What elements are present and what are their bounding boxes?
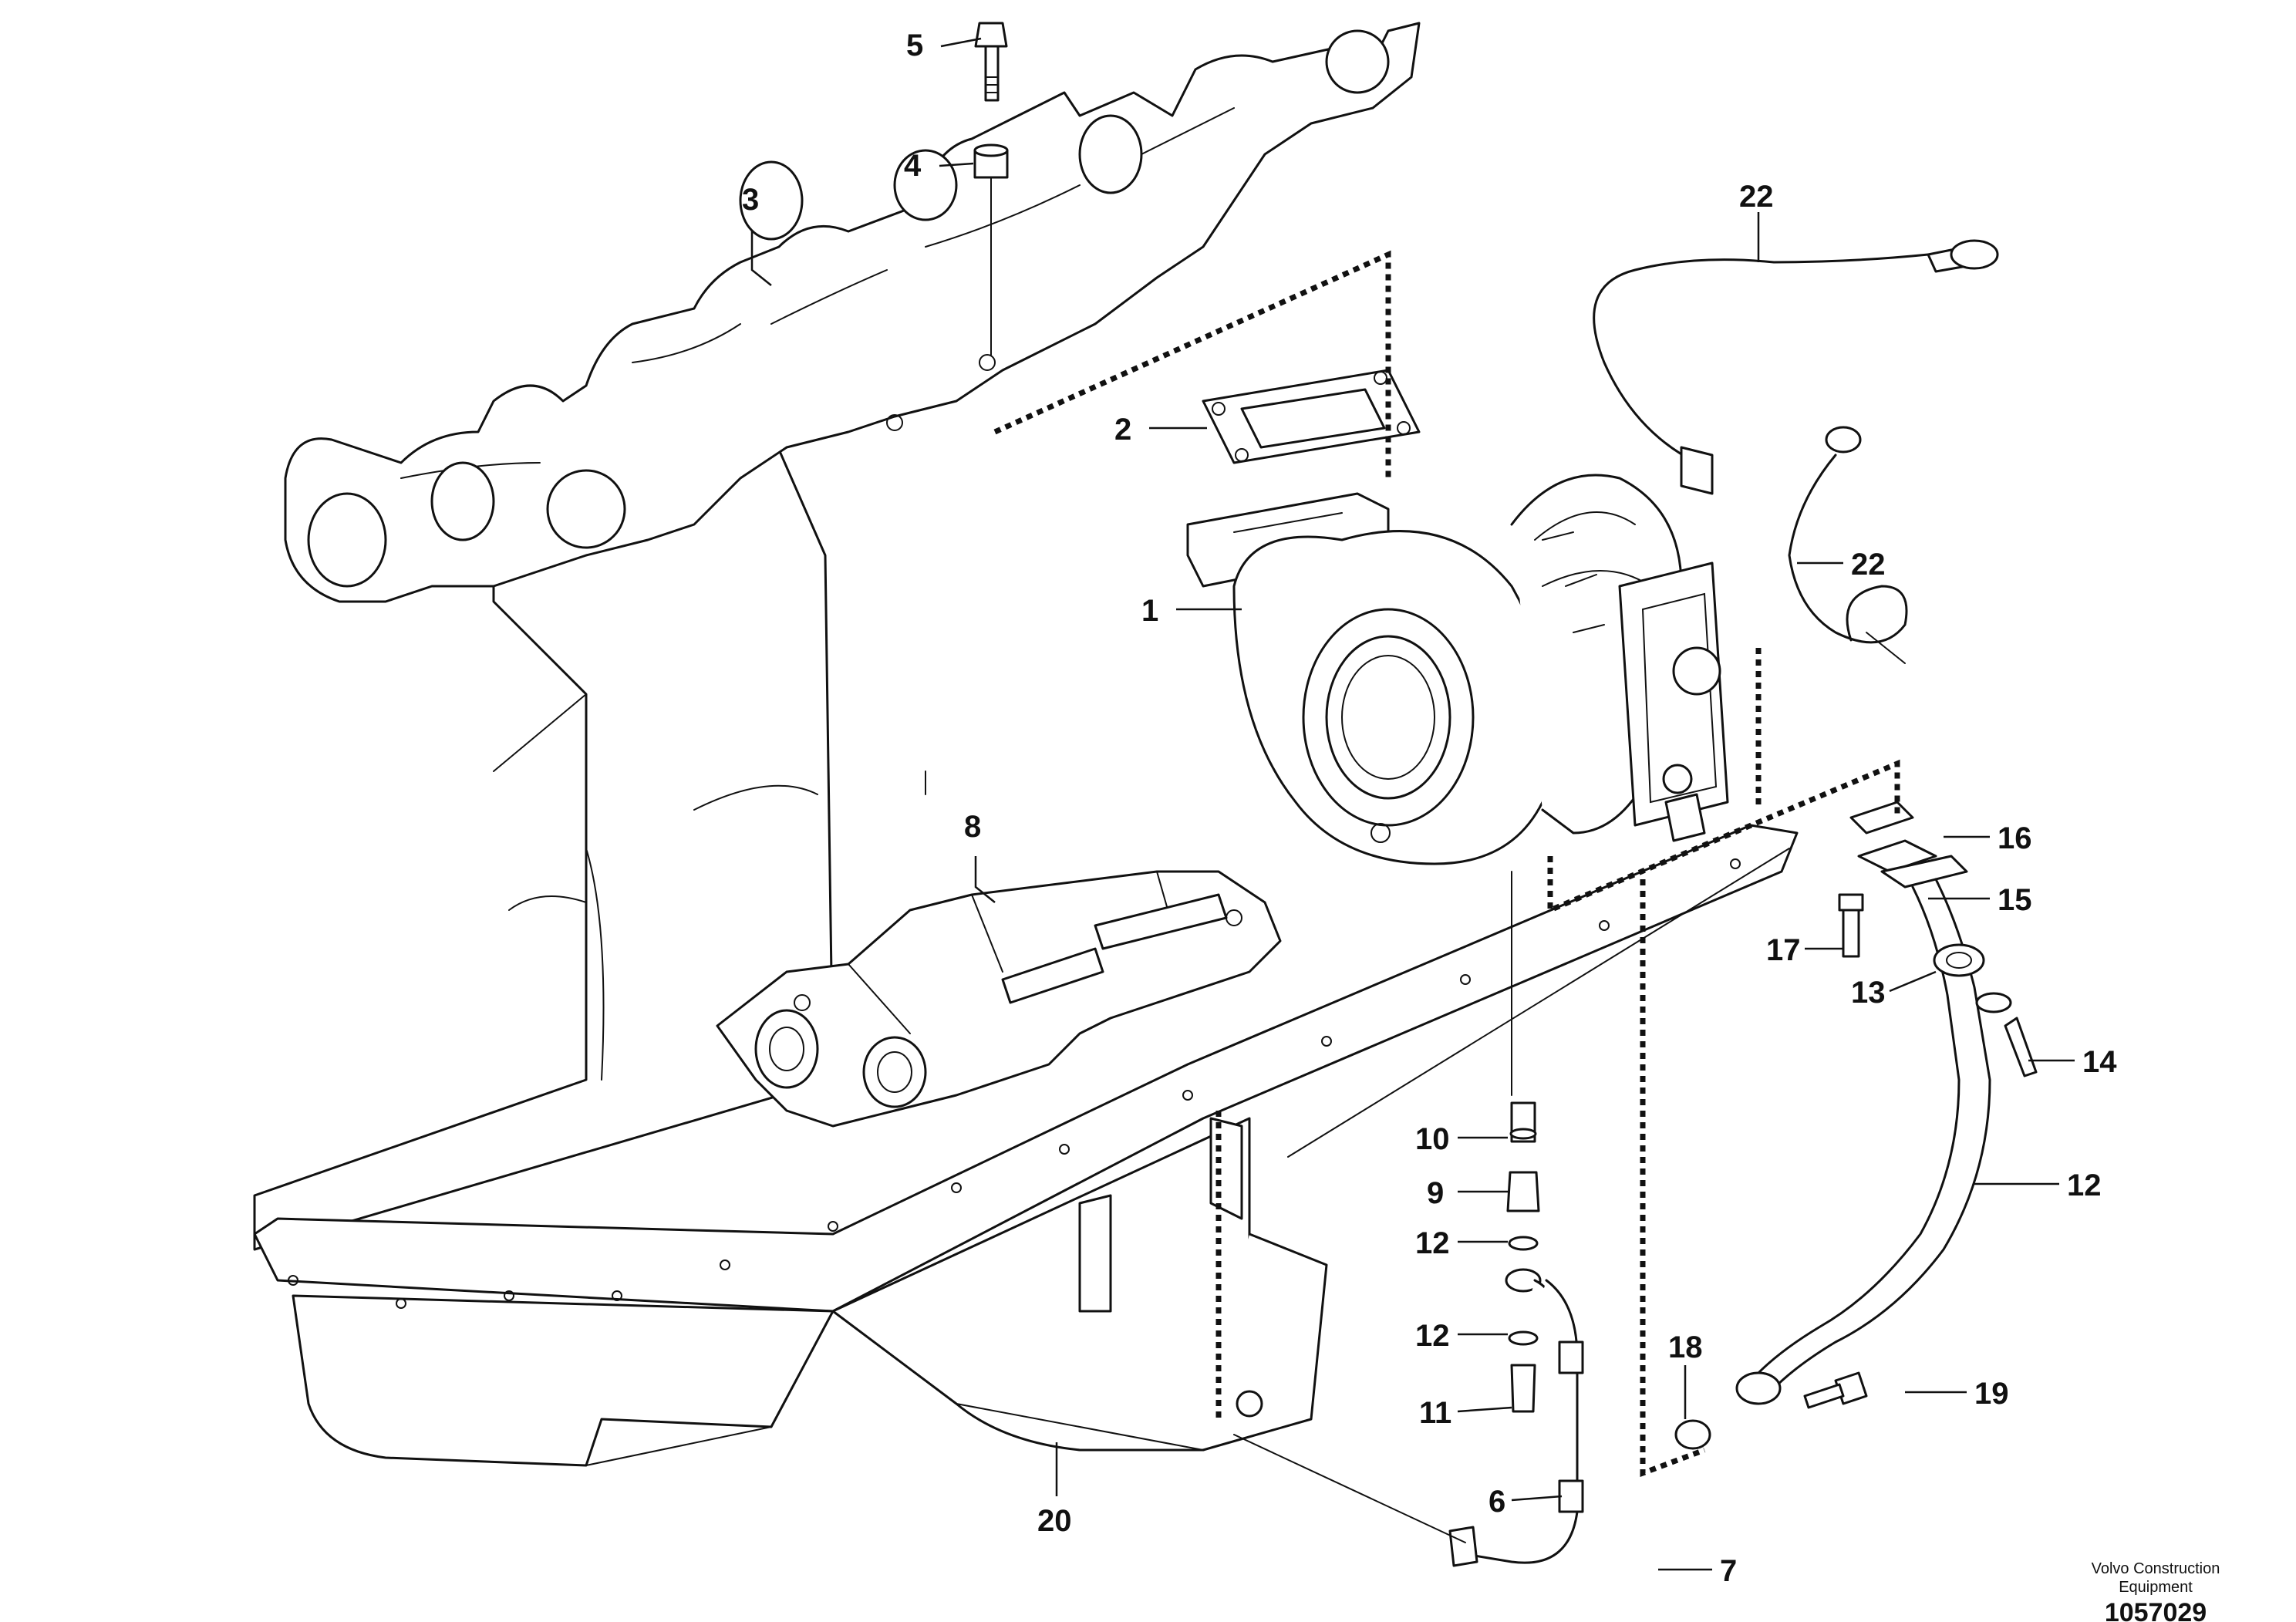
brand-line-2: Equipment bbox=[2119, 1579, 2193, 1596]
callout-9: 9 bbox=[1427, 1176, 1444, 1210]
callout-7: 7 bbox=[1720, 1554, 1737, 1588]
exhaust-manifold bbox=[284, 22, 1421, 603]
oil-feed-pipe bbox=[1448, 1101, 1584, 1567]
oil-filter-housing bbox=[716, 870, 1282, 1128]
brand-line-1: Volvo Construction bbox=[2092, 1560, 2220, 1577]
footer: Volvo Construction Equipment 1057029 bbox=[2092, 1560, 2220, 1622]
callout-19: 18 bbox=[1668, 1330, 1703, 1364]
callout-8: 8 bbox=[964, 810, 981, 844]
callout-17: 16 bbox=[1998, 821, 2032, 855]
reference-lines bbox=[993, 250, 1900, 1543]
callout-22-lower: 22 bbox=[1851, 548, 1886, 582]
callout-1: 1 bbox=[1141, 594, 1158, 628]
callout-4: 4 bbox=[904, 149, 922, 183]
callout-15: 14 bbox=[2082, 1045, 2117, 1079]
turbocharger bbox=[1186, 474, 1729, 865]
callout-20: 19 bbox=[1974, 1377, 2009, 1411]
oil-drain-pipe bbox=[1674, 801, 2038, 1450]
bolt-and-spacer bbox=[973, 22, 1009, 356]
document-number: 1057029 bbox=[2105, 1598, 2207, 1622]
callout-5: 5 bbox=[906, 29, 923, 62]
leader-lines bbox=[750, 37, 2075, 1571]
callout-3: 3 bbox=[742, 183, 759, 217]
callout-16: 15 bbox=[1998, 883, 2032, 917]
callout-11: 11 bbox=[1419, 1396, 1451, 1430]
gasket bbox=[1202, 369, 1421, 464]
callout-12-lower: 12 bbox=[1415, 1319, 1450, 1353]
callout-13: 12 bbox=[2067, 1168, 2102, 1202]
callout-12-upper: 12 bbox=[1415, 1226, 1450, 1260]
callout-2: 2 bbox=[1114, 413, 1131, 447]
callout-6: 6 bbox=[1489, 1485, 1505, 1519]
callout-22-upper: 22 bbox=[1739, 180, 1774, 214]
callout-labels: 5 4 3 2 1 8 22 22 16 15 17 13 14 12 10 9… bbox=[742, 29, 2117, 1588]
sensor-cables bbox=[1593, 239, 1999, 664]
callout-18: 17 bbox=[1766, 933, 1801, 967]
callout-10: 10 bbox=[1415, 1122, 1450, 1156]
callout-21: 20 bbox=[1037, 1504, 1072, 1538]
callout-14: 13 bbox=[1851, 976, 1886, 1010]
